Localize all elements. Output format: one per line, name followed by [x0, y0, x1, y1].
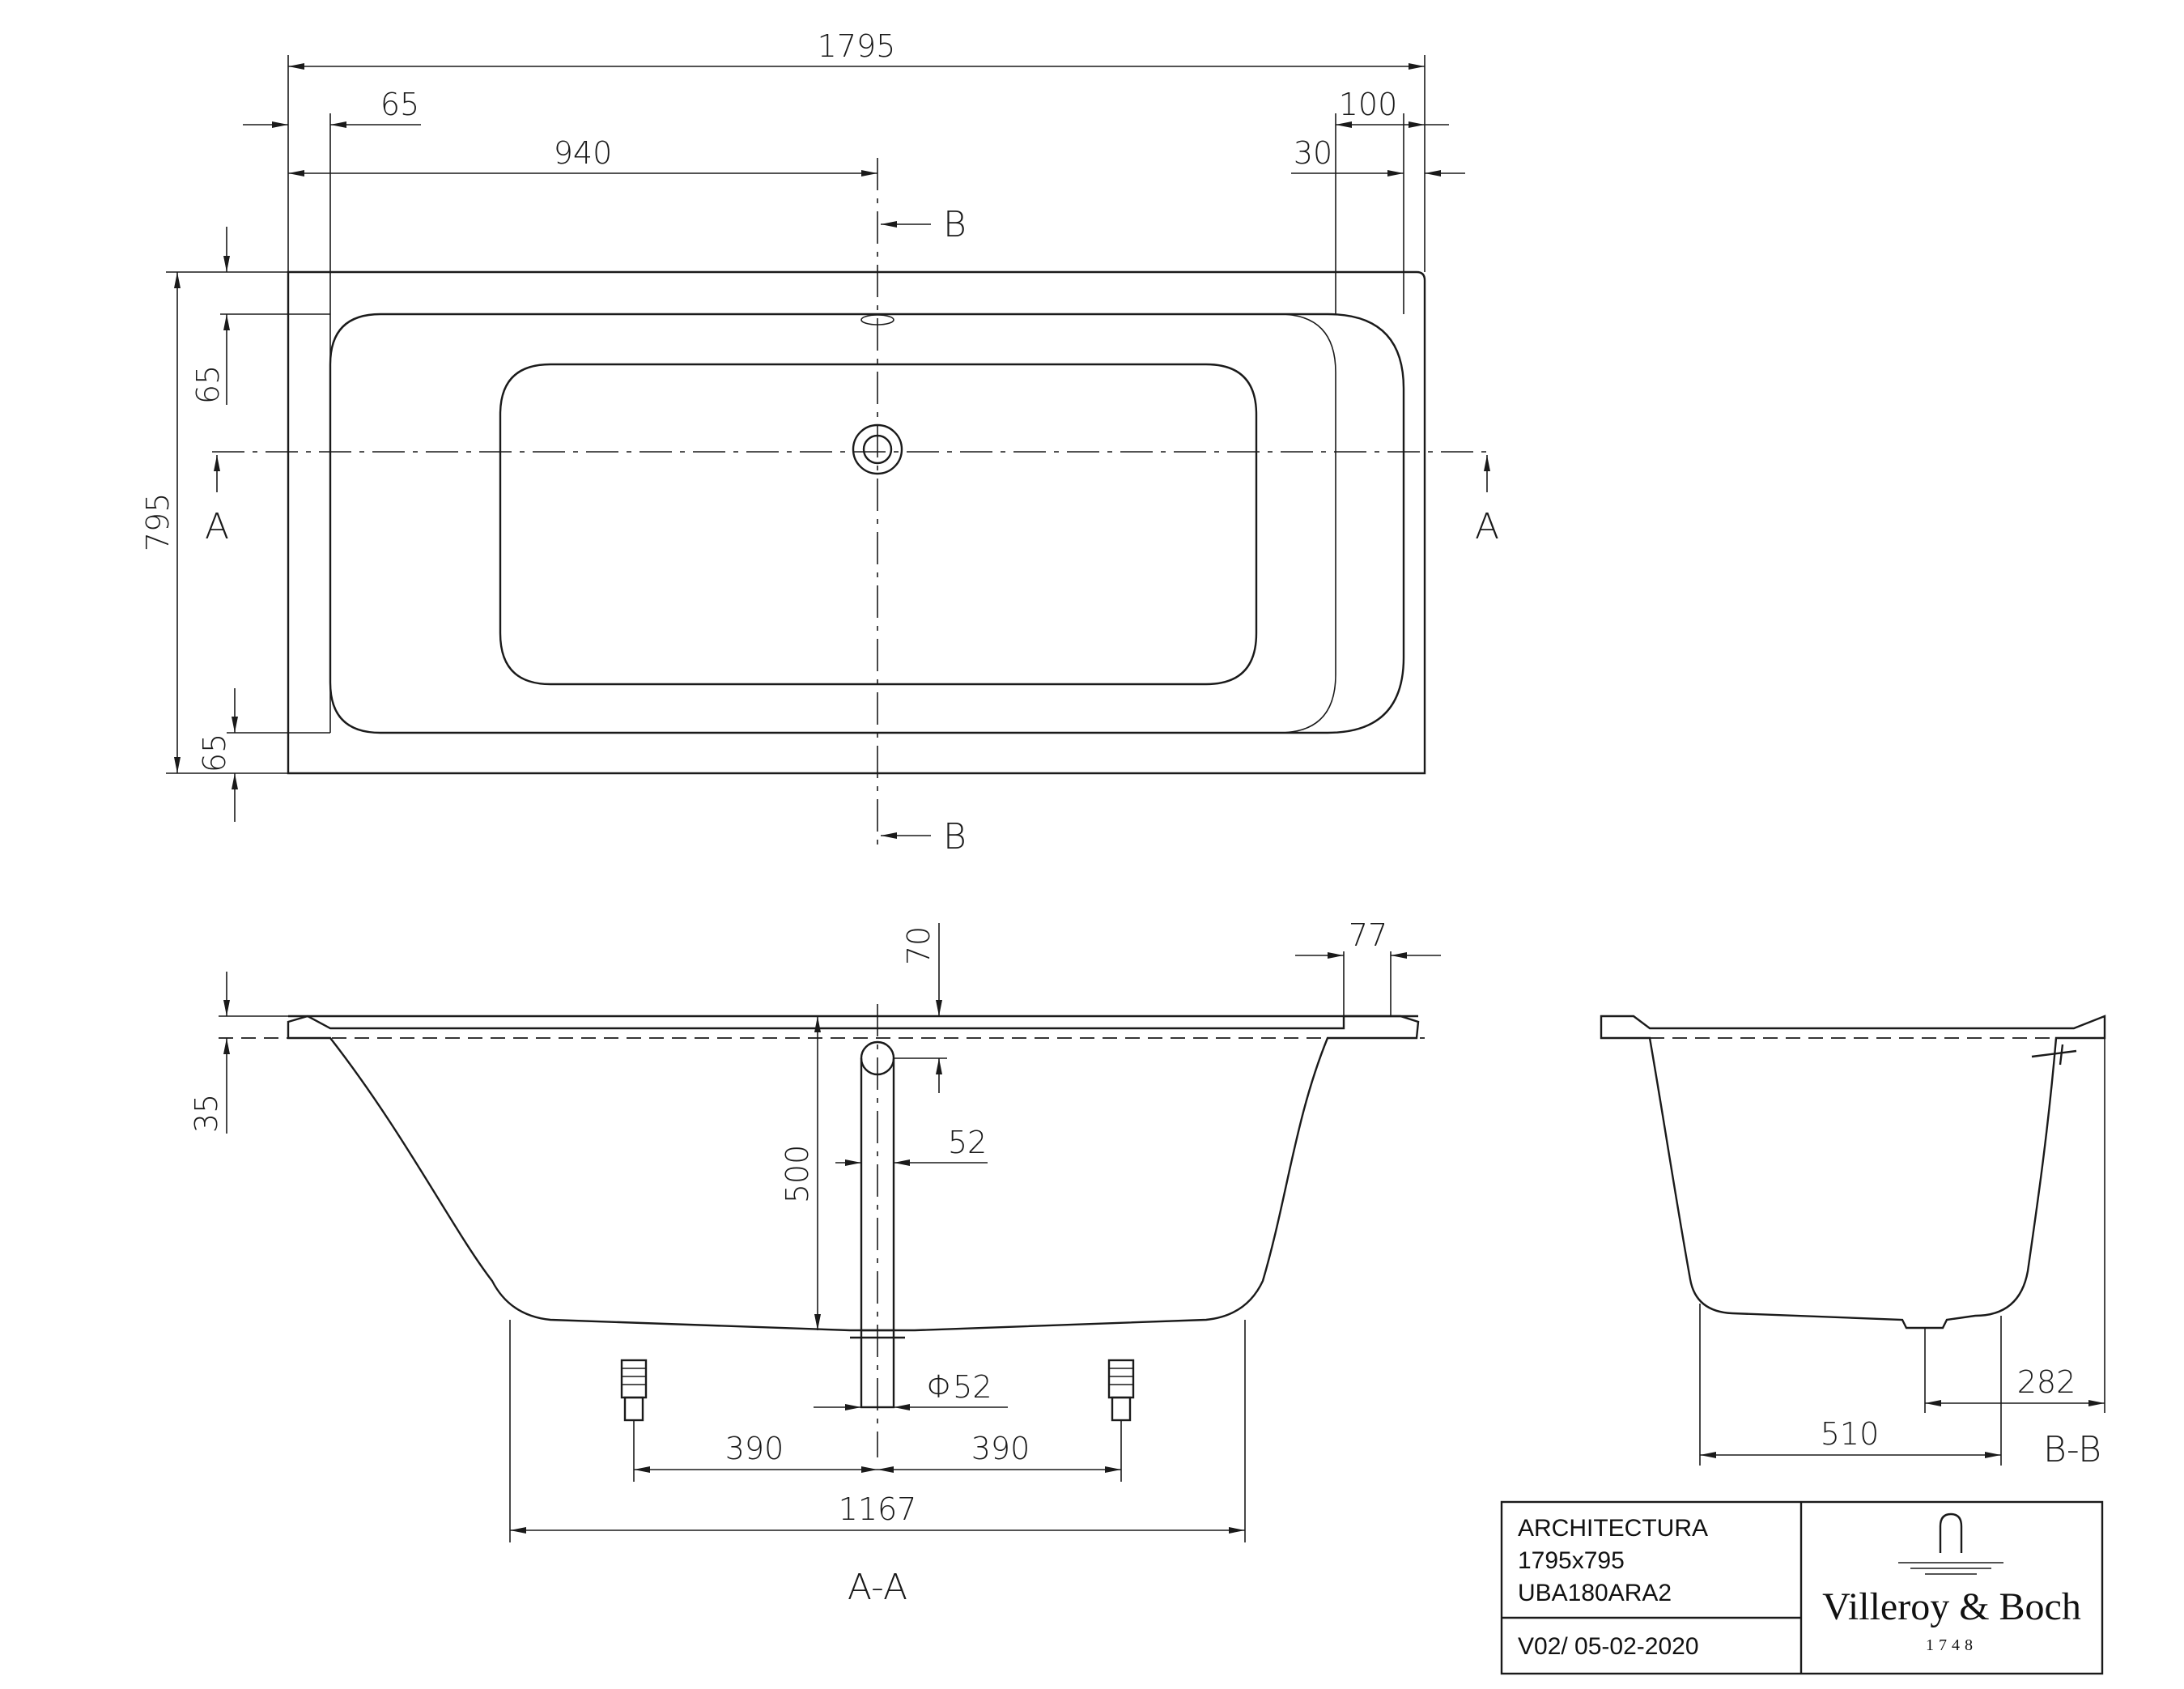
title-block: ARCHITECTURA 1795x795 UBA180ARA2 V02/ 05…	[1500, 1500, 2104, 1675]
dim-overflow-diameter: 52	[948, 1125, 987, 1160]
side-overflow-mark	[2059, 1044, 2064, 1066]
section-a-a-view: 70 35 500 52 Φ52 390 390 1167 7	[189, 917, 1441, 1608]
brand-logo: Villeroy & Boch 1748	[1822, 1512, 2081, 1654]
brand-founded: 1748	[1926, 1636, 1978, 1654]
foot-left	[620, 1359, 648, 1422]
tub-floor-outline	[499, 363, 1258, 686]
dim-rim-right: 100	[1339, 87, 1398, 122]
section-label-b-b: B-B	[2043, 1429, 2101, 1470]
dim-rim-thickness: 35	[189, 1094, 224, 1133]
tub-section-profile	[287, 1015, 1420, 1332]
dim-rim-end: 77	[1349, 917, 1387, 953]
dim-drain-offset: 940	[554, 135, 613, 171]
waste-pipe	[860, 1329, 895, 1409]
section-marker-a-left: A	[205, 506, 229, 547]
dim-waste-diameter: Φ52	[926, 1369, 992, 1405]
tub-inner-step	[1278, 313, 1336, 734]
section-marker-b-top: B	[943, 204, 967, 245]
product-size: 1795x795	[1518, 1547, 1625, 1574]
dim-side-offset: 282	[2017, 1364, 2076, 1400]
dim-overflow-height: 70	[901, 926, 937, 965]
tub-inner-outline	[329, 313, 1405, 734]
product-code: UBA180ARA2	[1518, 1580, 1672, 1606]
dim-overall-length: 1795	[818, 28, 896, 64]
version-date: V02/ 05-02-2020	[1518, 1633, 1699, 1660]
section-b-b-view: 282 510 B-B	[1600, 1015, 2106, 1470]
fountain-icon	[1939, 1512, 1963, 1553]
tub-outer-outline	[287, 270, 1426, 775]
dim-overall-width: 795	[140, 493, 176, 552]
tub-side-profile	[1600, 1015, 2106, 1330]
dim-foot-left: 390	[725, 1431, 784, 1466]
product-name: ARCHITECTURA	[1518, 1515, 1708, 1542]
dim-side-base: 510	[1821, 1416, 1880, 1452]
dim-base-length: 1167	[839, 1491, 917, 1527]
dim-depth: 500	[780, 1145, 815, 1204]
section-label-a-a: A-A	[848, 1567, 907, 1608]
foot-right	[1107, 1359, 1135, 1422]
section-marker-a-right: A	[1475, 506, 1499, 547]
dim-foot-right: 390	[971, 1431, 1030, 1466]
top-view: 1795 65 940 100 30 B B 795 65	[140, 28, 1499, 857]
dim-rim-bottom: 65	[197, 734, 232, 772]
section-marker-b-bottom: B	[943, 816, 967, 857]
side-overflow-mark	[2031, 1049, 2077, 1058]
dim-rim-right-inner: 30	[1294, 135, 1332, 171]
brand-name: Villeroy & Boch	[1822, 1585, 2081, 1628]
dim-rim-left: 65	[380, 87, 419, 122]
dim-rim-top: 65	[190, 365, 226, 404]
